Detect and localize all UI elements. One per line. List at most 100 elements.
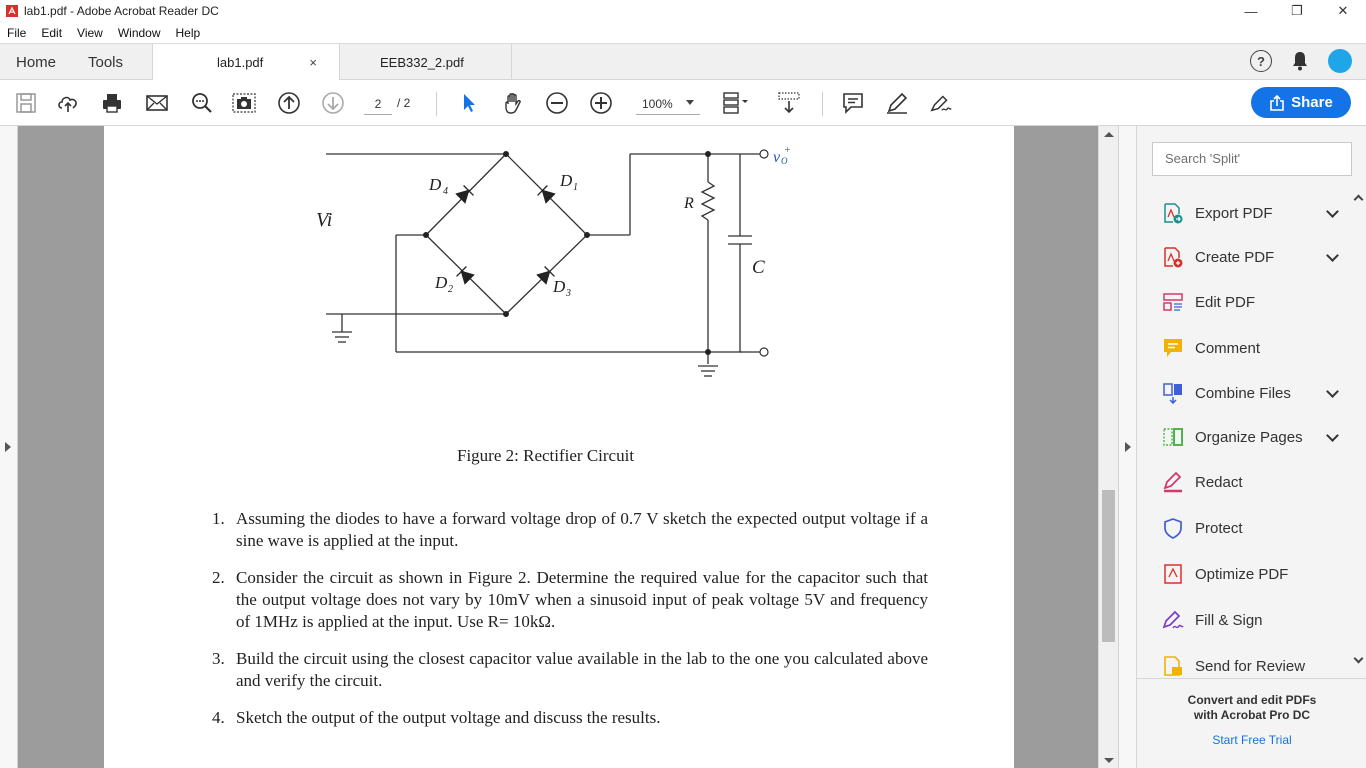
zoom-in-icon[interactable]	[589, 91, 613, 115]
chevron-down-icon	[686, 100, 694, 105]
question-number: 1.	[212, 509, 225, 528]
tool-protect[interactable]: Protect	[1161, 515, 1337, 541]
tab-home[interactable]: Home	[16, 53, 57, 71]
edit-pdf-icon	[1161, 290, 1185, 314]
close-tab-icon[interactable]: ×	[309, 55, 317, 70]
tool-label: Organize Pages	[1195, 428, 1303, 446]
scroll-mode-icon[interactable]	[777, 91, 801, 115]
comment-icon	[1161, 336, 1185, 360]
chevron-down-icon[interactable]	[1326, 429, 1339, 442]
right-panel-toggle[interactable]	[1118, 126, 1136, 768]
tool-edit-pdf[interactable]: Edit PDF	[1161, 289, 1337, 315]
doc-tab-eeb332[interactable]: EEB332_2.pdf	[340, 44, 512, 81]
vi-label: Vi	[316, 209, 332, 231]
upload-cloud-icon[interactable]	[56, 91, 80, 115]
tools-search-input[interactable]: Search 'Split'	[1152, 142, 1352, 176]
chevron-up-icon[interactable]	[1353, 194, 1364, 205]
d2-label: D	[434, 273, 448, 292]
tools-scrollbar[interactable]	[1353, 190, 1366, 668]
scroll-up-icon[interactable]	[1104, 132, 1114, 137]
promo-line: Convert and edit PDFs	[1187, 693, 1317, 707]
email-icon[interactable]	[145, 91, 169, 115]
menu-file[interactable]: File	[7, 25, 27, 40]
tabs-row: Home Tools lab1.pdf × EEB332_2.pdf ?	[0, 43, 1366, 81]
menu-view[interactable]: View	[77, 25, 103, 40]
snapshot-icon[interactable]	[232, 91, 256, 115]
protect-icon	[1161, 516, 1185, 540]
tool-send-for-review[interactable]: Send for Review	[1161, 653, 1337, 679]
rectifier-circuit-diagram: Vi D 4 D 1 D 2 D 3 R C v O +	[316, 145, 791, 377]
title-bar: lab1.pdf - Adobe Acrobat Reader DC — ❐ ✕	[0, 0, 1366, 22]
menu-help[interactable]: Help	[175, 25, 201, 40]
collapse-right-icon	[1125, 442, 1131, 452]
doc-tab-lab1[interactable]: lab1.pdf ×	[152, 44, 340, 81]
help-icon[interactable]: ?	[1250, 50, 1272, 72]
tool-comment[interactable]: Comment	[1161, 335, 1337, 361]
tool-organize-pages[interactable]: Organize Pages	[1161, 424, 1339, 450]
left-panel-toggle[interactable]	[0, 126, 18, 768]
document-scrollbar[interactable]	[1098, 126, 1118, 768]
list-item: 2. Consider the circuit as shown in Figu…	[212, 567, 928, 633]
toolbar-divider	[436, 92, 437, 116]
doc-tab-label: EEB332_2.pdf	[380, 55, 464, 70]
redact-icon	[1161, 470, 1185, 494]
optimize-pdf-icon	[1161, 562, 1185, 586]
tool-combine-files[interactable]: Combine Files	[1161, 380, 1339, 406]
organize-pages-icon	[1161, 425, 1185, 449]
sign-icon[interactable]	[929, 91, 953, 115]
question-number: 3.	[212, 649, 225, 668]
c-label: C	[752, 257, 765, 278]
minimize-button[interactable]: —	[1244, 3, 1258, 19]
expand-left-icon	[5, 442, 11, 452]
tool-label: Export PDF	[1195, 204, 1273, 222]
comment-tool-icon[interactable]	[841, 91, 865, 115]
tool-fill-sign[interactable]: Fill & Sign	[1161, 607, 1337, 633]
menu-window[interactable]: Window	[117, 25, 161, 40]
page-down-icon[interactable]	[321, 91, 345, 115]
page-display-icon[interactable]	[722, 91, 754, 115]
question-text: Consider the circuit as shown in Figure …	[236, 568, 928, 631]
print-icon[interactable]	[100, 91, 124, 115]
chevron-down-icon[interactable]	[1326, 385, 1339, 398]
create-pdf-icon	[1161, 245, 1185, 269]
list-item: 1. Assuming the diodes to have a forward…	[212, 508, 928, 552]
tool-export-pdf[interactable]: Export PDF	[1161, 200, 1339, 226]
menu-edit[interactable]: Edit	[41, 25, 63, 40]
tool-create-pdf[interactable]: Create PDF	[1161, 244, 1339, 270]
bell-icon[interactable]	[1290, 50, 1310, 72]
hand-tool-icon[interactable]	[501, 91, 525, 115]
page-total: / 2	[397, 96, 411, 110]
scroll-down-icon[interactable]	[1104, 758, 1114, 763]
r-label: R	[683, 195, 694, 212]
chevron-down-icon[interactable]	[1326, 205, 1339, 218]
zoom-level-value: 100%	[642, 96, 673, 111]
maximize-button[interactable]: ❐	[1291, 3, 1303, 18]
zoom-out-icon[interactable]	[545, 91, 569, 115]
start-free-trial-link[interactable]: Start Free Trial	[1212, 733, 1292, 747]
share-button[interactable]: Share	[1251, 87, 1351, 118]
tool-label: Fill & Sign	[1195, 611, 1263, 629]
tool-label: Send for Review	[1195, 657, 1306, 675]
save-icon[interactable]	[14, 91, 38, 115]
tool-optimize-pdf[interactable]: Optimize PDF	[1161, 561, 1337, 587]
close-window-button[interactable]: ✕	[1337, 3, 1349, 18]
avatar[interactable]	[1328, 49, 1352, 73]
page-number-input[interactable]: 2	[364, 93, 392, 115]
pen-icon[interactable]	[885, 91, 909, 115]
d1-label: D	[559, 171, 573, 190]
chevron-down-icon[interactable]	[1353, 653, 1364, 664]
pdf-page[interactable]: Vi D 4 D 1 D 2 D 3 R C v O + Figure 2: R…	[104, 126, 1014, 768]
scrollbar-thumb[interactable]	[1102, 490, 1115, 642]
fill-sign-icon	[1161, 608, 1185, 632]
figure-caption: Figure 2: Rectifier Circuit	[457, 446, 635, 465]
chevron-down-icon[interactable]	[1326, 249, 1339, 262]
tab-tools[interactable]: Tools	[88, 53, 124, 71]
d1-subscript: 1	[573, 182, 578, 193]
zoom-search-icon[interactable]	[190, 91, 214, 115]
tool-redact[interactable]: Redact	[1161, 469, 1337, 495]
zoom-level-select[interactable]: 100%	[636, 93, 700, 115]
select-cursor-icon[interactable]	[457, 91, 481, 115]
tool-label: Create PDF	[1195, 248, 1275, 266]
document-area[interactable]: Vi D 4 D 1 D 2 D 3 R C v O + Figure 2: R…	[0, 126, 1098, 768]
page-up-icon[interactable]	[277, 91, 301, 115]
